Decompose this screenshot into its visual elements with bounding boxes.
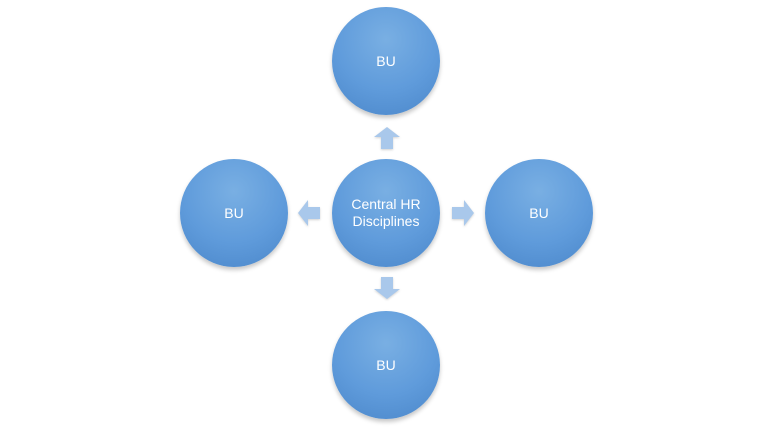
arrow-down-icon <box>373 276 401 300</box>
arrow-left-icon <box>297 199 321 227</box>
bu-node-bottom-label: BU <box>376 356 396 373</box>
central-hr-label: Central HR Disciplines <box>351 196 421 229</box>
central-hr-node: Central HR Disciplines <box>332 159 440 267</box>
bu-node-right-label: BU <box>529 204 549 221</box>
arrow-up-icon <box>373 126 401 150</box>
bu-node-left: BU <box>180 159 288 267</box>
bu-node-right: BU <box>485 159 593 267</box>
bu-node-left-label: BU <box>224 204 244 221</box>
bu-node-top: BU <box>332 7 440 115</box>
bu-node-bottom: BU <box>332 311 440 419</box>
arrow-right-icon <box>451 199 475 227</box>
bu-node-top-label: BU <box>376 52 396 69</box>
